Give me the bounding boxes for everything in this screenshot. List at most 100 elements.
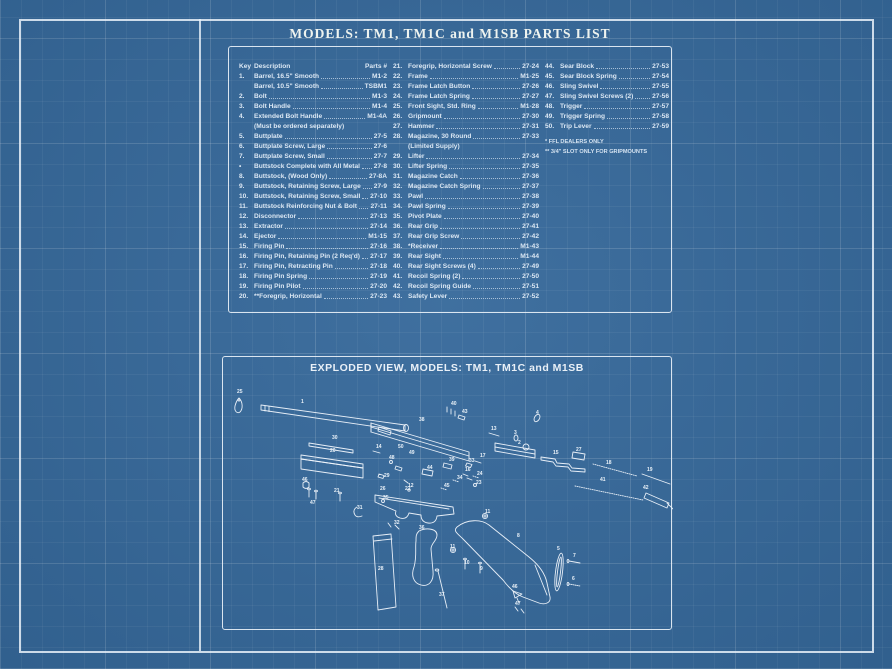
part-label: 46 (512, 584, 518, 590)
part-label: 42 (643, 485, 649, 491)
part-description: Buttstock Reinforcing Nut & Bolt (254, 203, 357, 210)
part-key: 32. (393, 183, 403, 190)
part-label: 34 (457, 475, 463, 481)
part-description: Lifter Spring (408, 163, 448, 170)
sheet-border-frame (19, 19, 874, 653)
part-row: 8.Buttstock, (Wood Only)27-8A (239, 170, 387, 180)
dotted-leader (323, 298, 369, 299)
part-key: 50. (545, 123, 555, 130)
part-row: 40. Rear Sight Screws (4) 27-49 (393, 260, 539, 270)
part-description: Rear Grip (408, 223, 439, 230)
part-key: 49. (545, 113, 555, 120)
part-key: 22. (393, 73, 403, 80)
part-description: Bolt Handle (254, 103, 291, 110)
part-key: 41. (393, 273, 403, 280)
recoil-spring-shape (574, 463, 673, 510)
part-number: 27-24 (522, 63, 539, 70)
part-description: (Limited Supply) (408, 143, 460, 150)
part-label: 25 (237, 389, 243, 395)
dotted-leader (493, 68, 521, 69)
part-key: 12. (239, 213, 249, 220)
part-number: 27-8A (369, 173, 387, 180)
part-row: 16.Firing Pin, Retaining Pin (2 Req'd)27… (239, 250, 387, 260)
part-description: Frame Latch Button (408, 83, 471, 90)
part-number: TSBM1 (364, 83, 387, 90)
part-number: 27-17 (370, 253, 387, 260)
dotted-leader (278, 238, 367, 239)
part-label: 11 (485, 509, 491, 515)
part-key: 4. (239, 113, 245, 120)
part-key: 48. (545, 103, 555, 110)
part-key: 18. (239, 273, 249, 280)
part-number: 27-42 (522, 233, 539, 240)
part-key: 31. (393, 173, 403, 180)
buttstock-shape (449, 512, 551, 605)
part-number: 27-27 (522, 93, 539, 100)
part-description: Safety Lever (408, 293, 448, 300)
part-number: 27-40 (522, 213, 539, 220)
part-description: Buttstock Complete with All Metal (254, 163, 360, 170)
part-description: **Foregrip, Horizontal (254, 293, 322, 300)
part-description: Foregrip, Horizontal Screw (408, 63, 492, 70)
part-key: 8. (239, 173, 245, 180)
part-label: 23 (476, 480, 482, 486)
part-key: 1. (239, 73, 245, 80)
part-number: 27-19 (370, 273, 387, 280)
dotted-leader (482, 188, 521, 189)
part-label: 50 (398, 444, 404, 450)
part-number: 27-49 (522, 263, 539, 270)
part-label: 36 (419, 525, 425, 531)
dotted-leader (459, 178, 521, 179)
part-description: Extractor (254, 223, 283, 230)
part-label: 35 (383, 495, 389, 501)
part-description: Magazine, 30 Round (408, 133, 472, 140)
dotted-leader (358, 208, 369, 209)
part-key: 40. (393, 263, 403, 270)
part-label: 41 (600, 477, 606, 483)
part-description: Magazine Catch Spring (408, 183, 481, 190)
part-description: Rear Sight Screws (4) (408, 263, 476, 270)
part-key: 36. (393, 223, 403, 230)
part-key: 17. (239, 263, 249, 270)
part-description: Buttplate Screw, Small (254, 153, 325, 160)
part-label: 12 (408, 483, 414, 489)
handguard-slat-shape (308, 442, 354, 454)
dotted-leader (334, 268, 369, 269)
part-description: Rear Sight (408, 253, 441, 260)
part-description: Trigger (560, 103, 583, 110)
dotted-leader (447, 208, 521, 209)
part-number: 27-20 (370, 283, 387, 290)
dotted-leader (302, 288, 369, 289)
part-description: Firing Pin Pilot (254, 283, 301, 290)
part-label: 4 (536, 410, 539, 416)
part-description: Front Sight, Std. Ring (408, 103, 476, 110)
part-number: M1-15 (368, 233, 387, 240)
dotted-leader (635, 98, 651, 99)
part-key: 6. (239, 143, 245, 150)
receiver-shape (370, 422, 470, 462)
part-number: 27-9 (373, 183, 387, 190)
dotted-leader (477, 268, 521, 269)
foregrip-shape (300, 454, 364, 479)
dotted-leader (429, 78, 519, 79)
dotted-leader (362, 198, 369, 199)
part-key: 10. (239, 193, 249, 200)
dotted-leader (440, 228, 521, 229)
part-description: Sling Swivel (560, 83, 599, 90)
